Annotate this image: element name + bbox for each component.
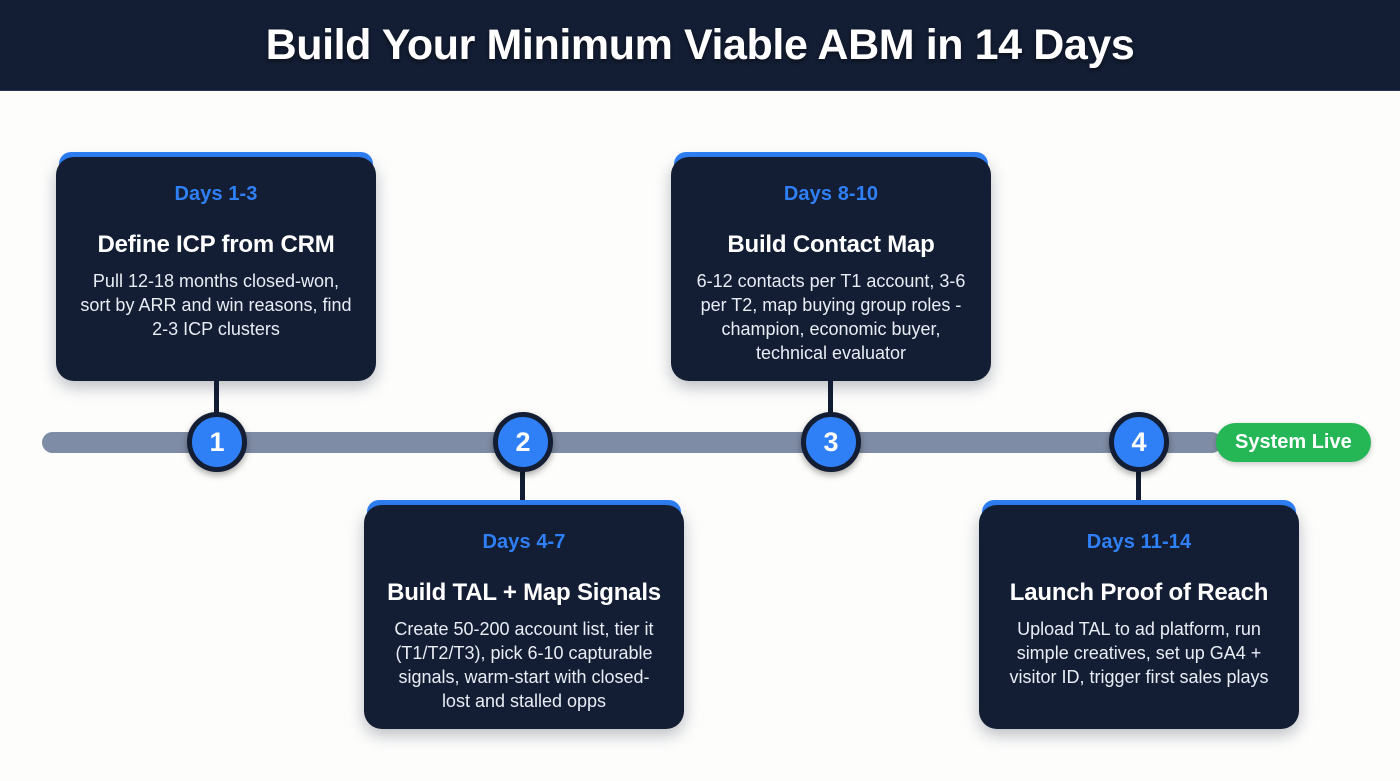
card-description-4: Upload TAL to ad platform, run simple cr… bbox=[1009, 619, 1269, 687]
timeline-marker-2[interactable]: 2 bbox=[493, 412, 553, 472]
system-live-badge: System Live bbox=[1216, 423, 1371, 462]
connector-stem-3 bbox=[828, 381, 833, 436]
connector-stem-2 bbox=[520, 450, 525, 505]
card-accent-bar-3 bbox=[674, 152, 988, 174]
card-accent-bar-1 bbox=[59, 152, 373, 174]
card-description-3: 6-12 contacts per T1 account, 3-6 per T2… bbox=[696, 271, 966, 363]
system-live-badge-label: System Live bbox=[1235, 431, 1352, 453]
connector-stem-4 bbox=[1136, 450, 1141, 505]
card-title-3: Build Contact Map bbox=[727, 231, 935, 258]
card-title-1: Define ICP from CRM bbox=[97, 231, 335, 258]
card-days-label-3: Days 8-10 bbox=[783, 183, 879, 205]
page-title: Build Your Minimum Viable ABM in 14 Days bbox=[265, 20, 1135, 69]
timeline-card-4[interactable]: Days 11-14 Launch Proof of Reach Upload … bbox=[979, 500, 1299, 729]
header-banner: Build Your Minimum Viable ABM in 14 Days bbox=[0, 0, 1400, 91]
timeline-marker-number-1: 1 bbox=[209, 426, 225, 457]
timeline-marker-4[interactable]: 4 bbox=[1109, 412, 1169, 472]
timeline-marker-1[interactable]: 1 bbox=[187, 412, 247, 472]
card-accent-bar-4 bbox=[982, 500, 1296, 522]
timeline-card-3[interactable]: Days 8-10 Build Contact Map 6-12 contact… bbox=[671, 152, 991, 381]
card-title-2: Build TAL + Map Signals bbox=[387, 579, 661, 606]
timeline-marker-3[interactable]: 3 bbox=[801, 412, 861, 472]
card-title-4: Launch Proof of Reach bbox=[1009, 579, 1269, 606]
timeline-marker-number-2: 2 bbox=[515, 426, 531, 457]
timeline-card-1[interactable]: Days 1-3 Define ICP from CRM Pull 12-18 … bbox=[56, 152, 376, 381]
card-days-label-4: Days 11-14 bbox=[1086, 531, 1192, 553]
card-description-1: Pull 12-18 months closed-won, sort by AR… bbox=[80, 271, 352, 339]
timeline-rail bbox=[42, 432, 1222, 453]
card-description-2: Create 50-200 account list, tier it (T1/… bbox=[394, 619, 654, 711]
card-days-label-2: Days 4-7 bbox=[482, 531, 566, 553]
connector-stem-1 bbox=[214, 381, 219, 436]
card-accent-bar-2 bbox=[367, 500, 681, 522]
timeline-card-2[interactable]: Days 4-7 Build TAL + Map Signals Create … bbox=[364, 500, 684, 729]
timeline-marker-number-4: 4 bbox=[1131, 426, 1147, 457]
timeline-marker-number-3: 3 bbox=[823, 426, 839, 457]
card-days-label-1: Days 1-3 bbox=[174, 183, 258, 205]
